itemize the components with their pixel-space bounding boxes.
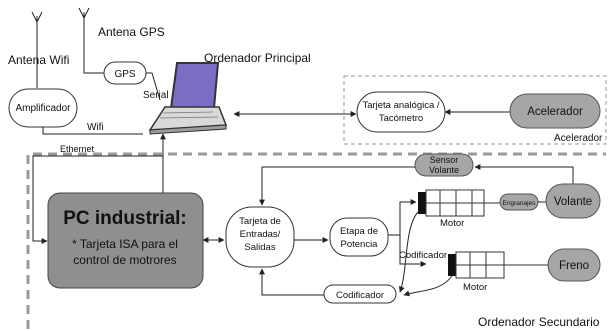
acelerador-dashed-region — [343, 75, 607, 145]
motor-bottom-label: Motor — [463, 282, 487, 293]
antena-wifi-label: Antena Wifi — [8, 53, 69, 67]
tarjeta-analogica-label-line1: Tarjeta analógica / — [362, 100, 439, 111]
tarjeta-es-line2: Entradas/ — [240, 229, 281, 240]
codificador-label: Codificador — [336, 290, 384, 301]
tarjeta-es-line3: Salidas — [244, 242, 275, 253]
codificador-node — [323, 284, 397, 304]
amplificador-label: Amplificador — [15, 103, 71, 114]
antena-gps-icon — [78, 7, 90, 70]
gps-label: GPS — [114, 69, 135, 80]
sensor-volante-node — [414, 153, 474, 177]
freno-label: Freno — [559, 260, 589, 272]
sensor-volante-line1: Sensor — [430, 155, 459, 165]
motor-top-icon — [418, 189, 500, 217]
etapa-potencia-node — [329, 217, 389, 257]
volante-node — [545, 183, 601, 219]
acelerador-label: Acelerador — [527, 106, 583, 118]
volante-label: Volante — [554, 196, 592, 208]
antena-gps-label: Antena GPS — [98, 25, 165, 39]
pc-industrial-line1: * Tarjeta ISA para el — [72, 237, 178, 251]
ordenador-secundario-label: Ordenador Secundario — [478, 315, 600, 329]
sensor-volante-line2: Volante — [429, 165, 459, 175]
ordenador-principal-label: Ordenador Principal — [204, 51, 311, 65]
antena-wifi-icon — [31, 11, 43, 60]
freno-node — [547, 248, 601, 282]
tarjeta-analogica-label-line2: Tacómetro — [379, 113, 423, 124]
pc-industrial-line2: control de motrores — [73, 253, 176, 267]
tarjeta-es-node — [225, 206, 295, 268]
ordenador-secundario-dashed-region — [26, 152, 606, 329]
etapa-potencia-line1: Etapa de — [340, 226, 378, 237]
acelerador-node — [509, 93, 601, 129]
codificador-top-label: Codificador — [399, 250, 447, 261]
ethernet-label: Ethernet — [60, 144, 95, 154]
etapa-potencia-line2: Potencia — [341, 239, 379, 250]
pc-industrial-title: PC industrial: — [63, 208, 187, 229]
motor-top-label: Motor — [440, 218, 464, 229]
acelerador-caption: Acelerador — [554, 133, 603, 144]
tarjeta-analogica-node — [356, 91, 446, 133]
wifi-label: Wifi — [87, 122, 104, 133]
engranajes-label: Engranajes — [503, 200, 537, 207]
motor-bottom-icon — [448, 251, 548, 279]
serial-label: Serial — [143, 90, 169, 101]
tarjeta-es-line1: Tarjeta de — [239, 216, 281, 227]
laptop-icon — [148, 62, 228, 135]
